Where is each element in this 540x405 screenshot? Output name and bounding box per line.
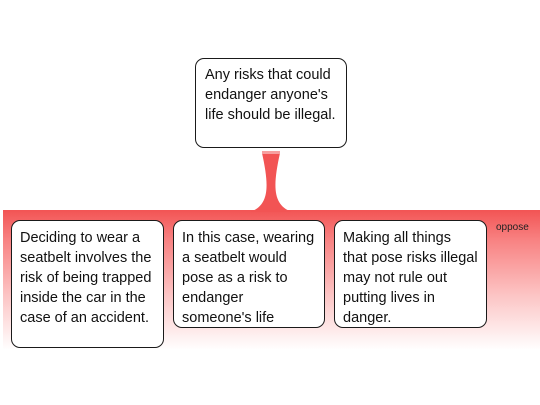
main-claim-box[interactable]: Any risks that could endanger anyone's l… <box>195 58 347 148</box>
oppose-connector <box>250 151 292 212</box>
oppose-connector-cap <box>262 151 280 154</box>
reason-box-1[interactable]: Deciding to wear a seatbelt involves the… <box>11 220 164 348</box>
reason-box-3[interactable]: Making all things that pose risks illega… <box>334 220 487 328</box>
oppose-connector-stem <box>250 153 292 212</box>
reason-box-2[interactable]: In this case, wearing a seatbelt would p… <box>173 220 325 328</box>
oppose-label: oppose <box>496 222 529 233</box>
